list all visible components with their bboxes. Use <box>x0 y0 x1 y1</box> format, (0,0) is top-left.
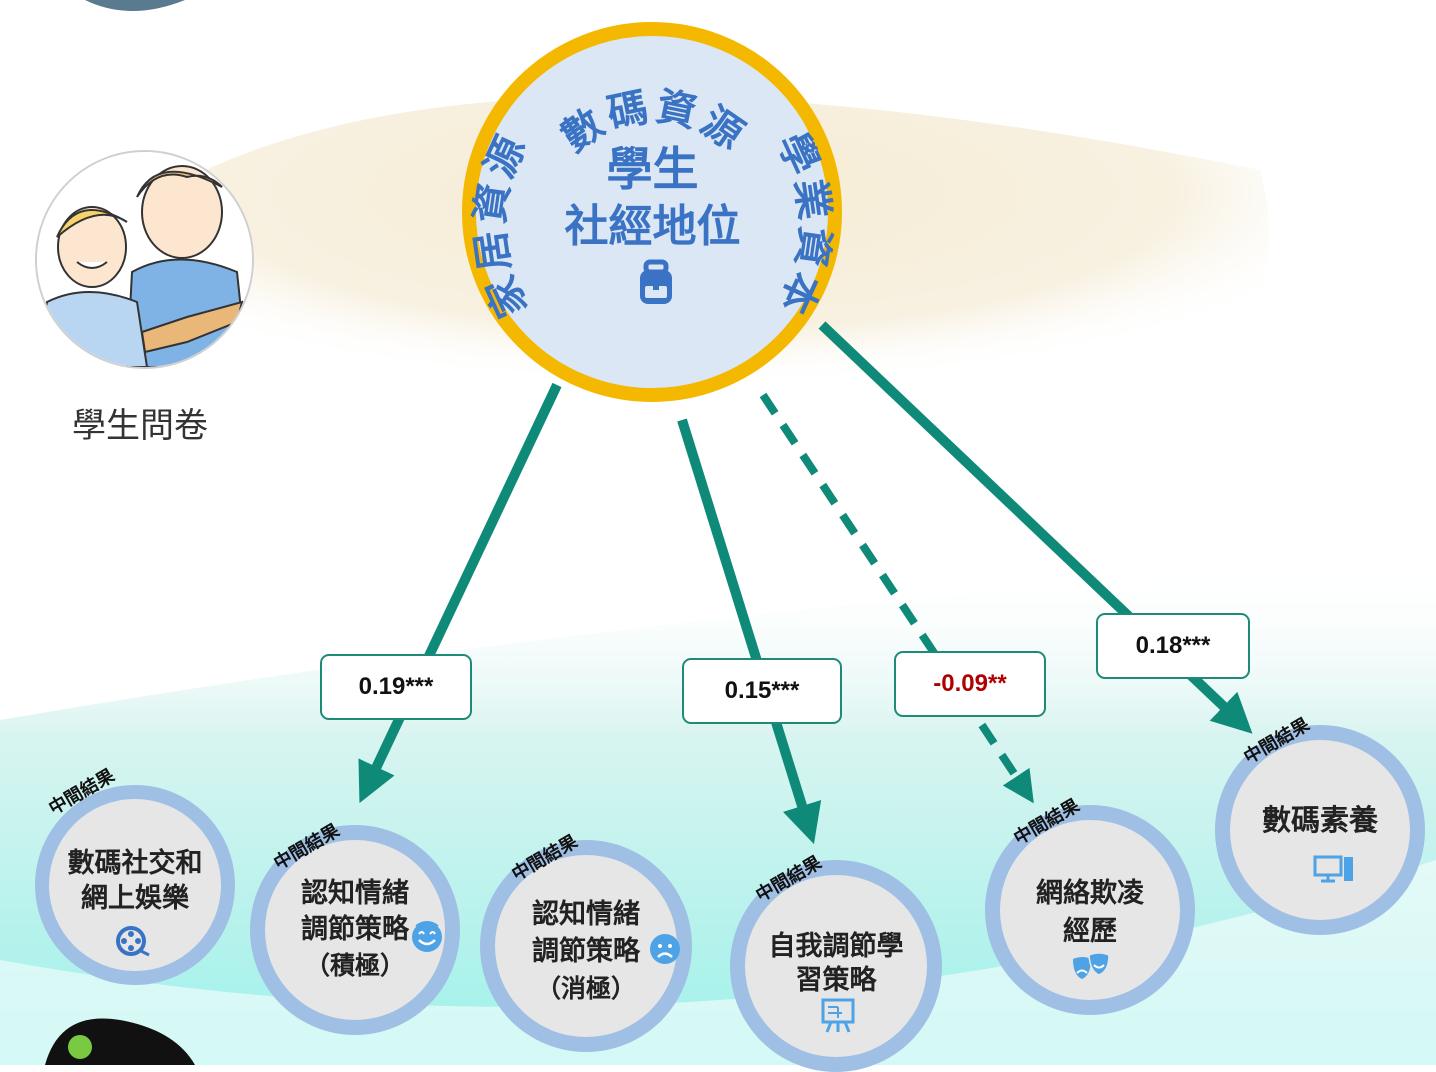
outcome-line2: 網上娛樂 <box>81 883 189 913</box>
theater-masks-icon <box>1073 952 1110 979</box>
outcome-digital-literacy: 數碼素養 <box>1215 725 1425 935</box>
sad-icon <box>650 934 680 964</box>
outcome-line1: 自我調節學 <box>768 931 904 961</box>
outcome-positive-emotion-regulation: 認知情緒 調節策略 （積極） <box>250 825 460 1035</box>
arrow-cyberbullying <box>759 392 1034 804</box>
center-circle: 數碼資源 家居資源 學業資本 <box>462 22 842 402</box>
coef-social-entertainment: 0.19*** <box>320 654 472 720</box>
coef-digital-literacy: 0.18*** <box>1096 613 1250 679</box>
backpack-icon <box>640 259 672 304</box>
computer-icon <box>1313 855 1353 883</box>
coef-self-regulated-learning: 0.15*** <box>682 658 842 724</box>
outcome-line3: （消極） <box>535 975 636 1003</box>
outcome-line1: 網絡欺凌 <box>1036 878 1144 908</box>
outcome-self-regulated-learning: 自我調節學 習策略 <box>730 860 942 1072</box>
outcome-line1: 認知情緒 <box>301 878 409 908</box>
coef-cyberbullying: -0.09** <box>894 651 1046 717</box>
smile-icon <box>412 921 442 952</box>
outcome-social-entertainment: 數碼社交和 網上娛樂 <box>35 785 235 985</box>
logo-dot <box>68 1035 92 1059</box>
questionnaire-label: 學生問卷 <box>72 406 208 446</box>
presentation-board-icon <box>821 998 855 1033</box>
outcome-negative-emotion-regulation: 認知情緒 調節策略 （消極） <box>480 840 692 1052</box>
film-reel-icon <box>116 926 150 957</box>
outcome-line3: （積極） <box>304 952 405 980</box>
outcome-line2: 調節策略 <box>532 936 640 966</box>
arrow-self-regulated-learning <box>677 418 822 845</box>
outcome-line2: 習策略 <box>795 965 877 995</box>
outcome-line2: 調節策略 <box>301 914 409 944</box>
outcome-line1: 數碼社交和 <box>67 848 203 878</box>
outcome-line1: 認知情緒 <box>532 899 640 929</box>
student-illustration <box>35 150 254 369</box>
top-corner-shape <box>85 0 185 11</box>
center-title-line2: 社經地位 <box>564 201 741 252</box>
students-icon <box>37 152 252 367</box>
outcome-line2: 經歷 <box>1063 916 1117 946</box>
center-node-ses: 數碼資源 家居資源 學業資本 學生 社經地位 <box>460 20 845 405</box>
outcome-cyberbullying: 網絡欺凌 經歷 <box>985 805 1195 1015</box>
outcome-line1: 數碼素養 <box>1261 805 1378 837</box>
arrow-social-entertainment <box>358 382 562 804</box>
center-title-line1: 學生 <box>606 142 699 196</box>
